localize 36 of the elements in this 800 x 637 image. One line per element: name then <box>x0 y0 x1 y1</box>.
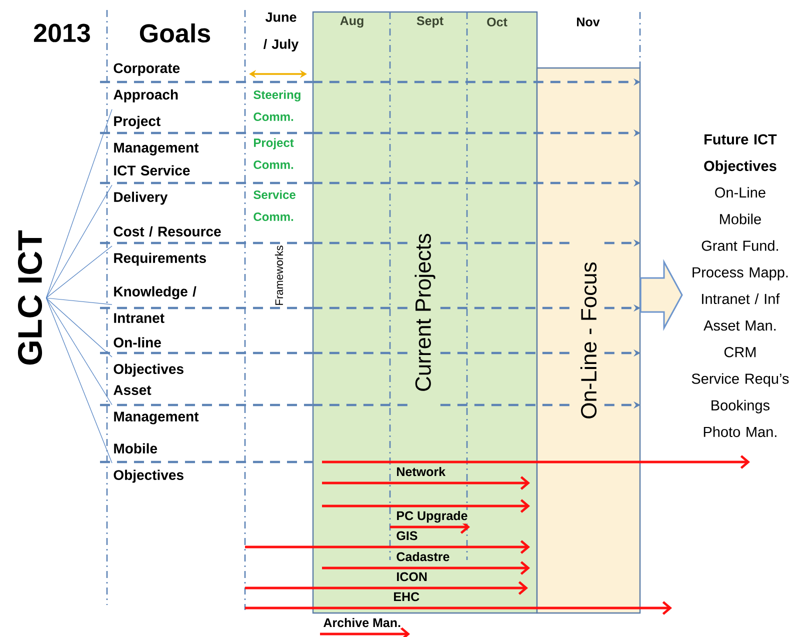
goal-text: Cost / Resource Requirements <box>114 226 221 266</box>
objectives-list: Future ICT Objectives On-Line Mobile Grant Fund. Process Mapp. Intranet / Inf Asset Man. CRM Service Requ’s Bookings Photo Man. <box>692 134 789 438</box>
year-heading: 2013 <box>34 24 90 42</box>
connector-line <box>46 246 112 298</box>
goal-text: Knowledge / Intranet <box>114 286 196 323</box>
month-heading: Nov <box>577 18 600 26</box>
project-label: EHC <box>392 591 421 602</box>
project-label: Network <box>395 466 447 478</box>
goal-text: Mobile Objectives <box>114 443 184 483</box>
committee-label: Service Comm. <box>254 190 296 221</box>
connector-line <box>46 298 112 358</box>
month-heading: Sept <box>416 16 444 28</box>
goal-text: On-line Objectives <box>114 337 184 377</box>
connector-line <box>46 298 112 406</box>
column-heading: June / July <box>264 12 299 52</box>
month-heading: Aug <box>340 16 364 28</box>
block-arrow <box>640 259 683 331</box>
project-label: PC Upgrade <box>395 510 469 524</box>
column-heading: Goals <box>140 23 210 43</box>
project-label: Cadastre <box>395 550 451 562</box>
goal-text: Corporate Approach Project Management <box>114 63 199 156</box>
month-heading: Oct <box>487 18 508 26</box>
connector-line <box>46 298 112 305</box>
rotated-label: Frameworks <box>274 246 284 305</box>
project-label: GIS <box>395 530 419 542</box>
timeline-band: On-Line - Focus <box>536 67 641 614</box>
project-label: ICON <box>395 571 428 582</box>
committee-label: Project Comm. <box>254 138 294 169</box>
committee-label: Steering Comm. <box>254 90 300 121</box>
vertical-heading: GLC ICT <box>18 230 42 365</box>
project-label: Archive Man. <box>322 616 402 628</box>
goal-text: Asset Management <box>114 385 199 424</box>
goal-text: ICT Service Delivery <box>114 165 190 205</box>
connector-line <box>46 298 112 464</box>
connector-line <box>46 109 112 298</box>
connector-line <box>46 184 112 298</box>
